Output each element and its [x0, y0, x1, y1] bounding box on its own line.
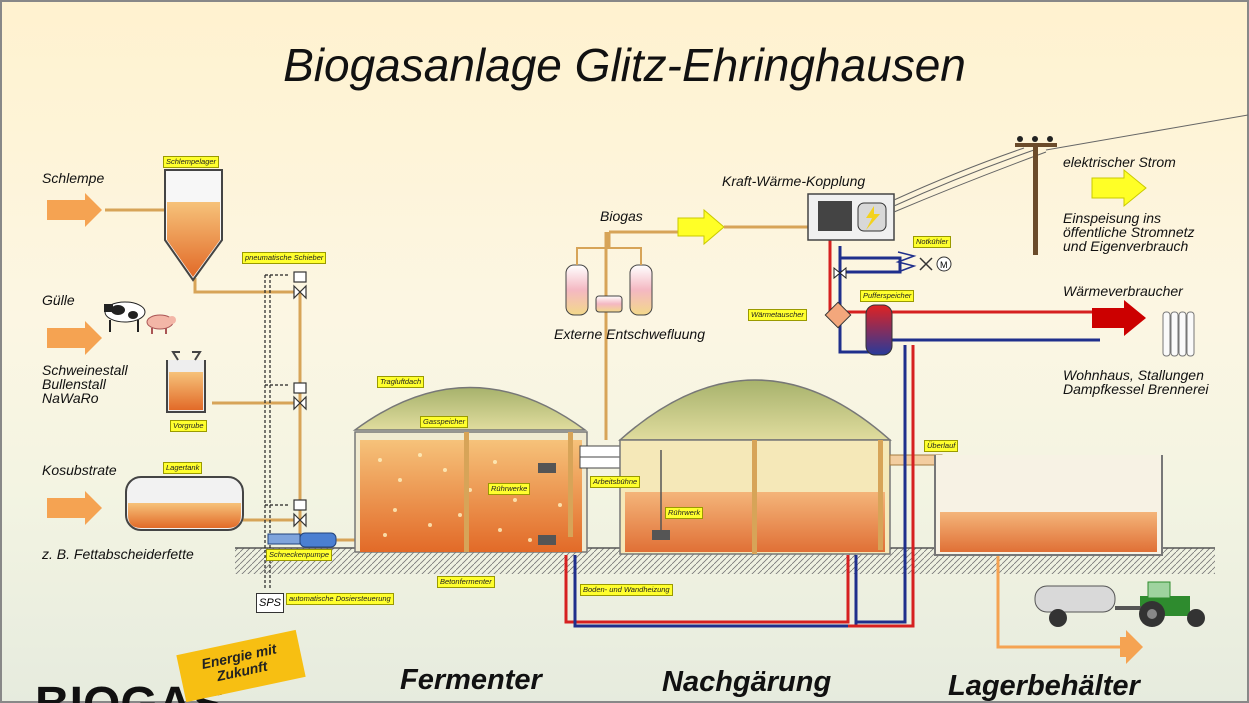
nachgaerer-dome: [618, 379, 892, 441]
tag-waermetauscher: Wärmetauscher: [748, 309, 807, 321]
lager-outflow: [996, 556, 1120, 649]
pig-icon: [146, 314, 176, 334]
label-einspeisung: Einspeisung ins öffentliche Stromnetz un…: [1063, 211, 1195, 253]
wohnhaus-line-1: Wohnhaus, Stallungen: [1063, 367, 1204, 383]
section-fermenter: Fermenter: [400, 664, 542, 696]
valves: [293, 271, 307, 528]
tag-schieber: pneumatische Schieber: [242, 252, 327, 264]
tag-ueberlauf: Überlauf: [924, 440, 959, 452]
section-lager: Lagerbehälter: [948, 670, 1140, 702]
label-kosubstrate: Kosubstrate: [42, 462, 117, 478]
tag-notkuehler: Notkühler: [913, 236, 952, 248]
tag-heizung: Boden- und Wandheizung: [580, 584, 673, 596]
scrubber-middle: [595, 295, 623, 313]
tag-ruehrwerke: Rührwerke: [488, 483, 531, 495]
tag-betonfermenter: Betonfermenter: [437, 576, 495, 588]
wohnhaus-line-2: Dampfkessel Brennerei: [1063, 381, 1209, 397]
label-wohnhaus: Wohnhaus, Stallungen Dampfkessel Brenner…: [1063, 368, 1209, 396]
tag-pufferspeicher: Pufferspeicher: [860, 290, 915, 302]
guelle-arrow: [47, 321, 102, 355]
waermetauscher: [824, 301, 852, 329]
power-pole: [1033, 145, 1038, 255]
ruehrwerk-nachgaerer: [652, 530, 670, 540]
scrubber-right: [629, 264, 653, 316]
ruehrwerk-fermenter-top: [538, 463, 556, 473]
engine-icon: [818, 201, 852, 231]
label-stall: Schweinestall Bullenstall NaWaRo: [42, 363, 128, 405]
motor-icon: [936, 256, 952, 272]
label-schlempe: Schlempe: [42, 170, 105, 186]
label-entschwefelung: Externe Entschwefluung: [554, 326, 705, 342]
ruehrwerk-fermenter-bottom: [538, 535, 556, 545]
fermenter-liquid: [360, 440, 582, 552]
lagertank-liquid: [128, 503, 241, 528]
tag-tragluftdach: Tragluftdach: [377, 376, 425, 388]
label-fett: z. B. Fettabscheiderfette: [42, 546, 194, 562]
einspeisung-line-1: Einspeisung ins: [1063, 210, 1162, 226]
lager-liquid: [940, 512, 1157, 552]
three-way-valve: [833, 266, 847, 280]
scrubber-left: [565, 264, 589, 316]
lightning-icon: [866, 206, 880, 230]
tag-schlempelager: Schlempelager: [163, 156, 220, 168]
lager-out-arrow: [1120, 630, 1143, 664]
tag-arbeitsbuehne: Arbeitsbühne: [590, 476, 641, 488]
label-guelle: Gülle: [42, 292, 75, 308]
strom-arrow: [1091, 168, 1147, 208]
kosubstrate-arrow: [47, 491, 102, 525]
fermenter-post: [464, 432, 469, 552]
stall-line-3: NaWaRo: [42, 390, 99, 406]
tractor-icon: [1034, 581, 1205, 627]
tag-vorgrube: Vorgrube: [170, 420, 207, 432]
tag-schneckenpumpe: Schneckenpumpe: [266, 549, 333, 561]
waerme-arrow: [1092, 300, 1146, 336]
heating-pipes: [564, 240, 1100, 628]
svg-text:M: M: [940, 260, 948, 270]
pufferspeicher: [865, 304, 893, 356]
einspeisung-line-3: und Eigenverbrauch: [1063, 238, 1189, 254]
schneckenpumpe: [299, 532, 337, 548]
einspeisung-line-2: öffentliche Stromnetz: [1063, 224, 1195, 240]
page-title: Biogasanlage Glitz-Ehringhausen: [283, 39, 966, 91]
power-lines: [893, 114, 1249, 213]
vorgrube-liquid: [169, 372, 203, 410]
tag-dosier: automatische Dosiersteuerung: [286, 593, 394, 605]
stall-line-2: Bullenstall: [42, 376, 106, 392]
radiator-icon: [1162, 311, 1195, 357]
notkuehler: [895, 251, 917, 273]
label-waerme: Wärmeverbraucher: [1063, 283, 1183, 299]
sps-box: SPS: [256, 593, 284, 613]
stall-line-1: Schweinestall: [42, 362, 128, 378]
schlempe-arrow: [47, 193, 102, 227]
fermenter-dome: [352, 386, 588, 431]
label-biogas: Biogas: [600, 208, 643, 224]
schlempelager-liquid: [167, 202, 220, 277]
fan-icon: [919, 257, 933, 271]
tag-gasspeicher: Gasspeicher: [420, 416, 469, 428]
label-kwk: Kraft-Wärme-Kopplung: [722, 173, 866, 189]
tag-lagertank: Lagertank: [163, 462, 203, 474]
section-nachgaerung: Nachgärung: [662, 666, 832, 698]
cow-icon: [104, 301, 146, 332]
biogas-arrow: [677, 208, 725, 246]
label-strom: elektrischer Strom: [1063, 154, 1176, 170]
tag-ruehrwerk: Rührwerk: [665, 507, 704, 519]
